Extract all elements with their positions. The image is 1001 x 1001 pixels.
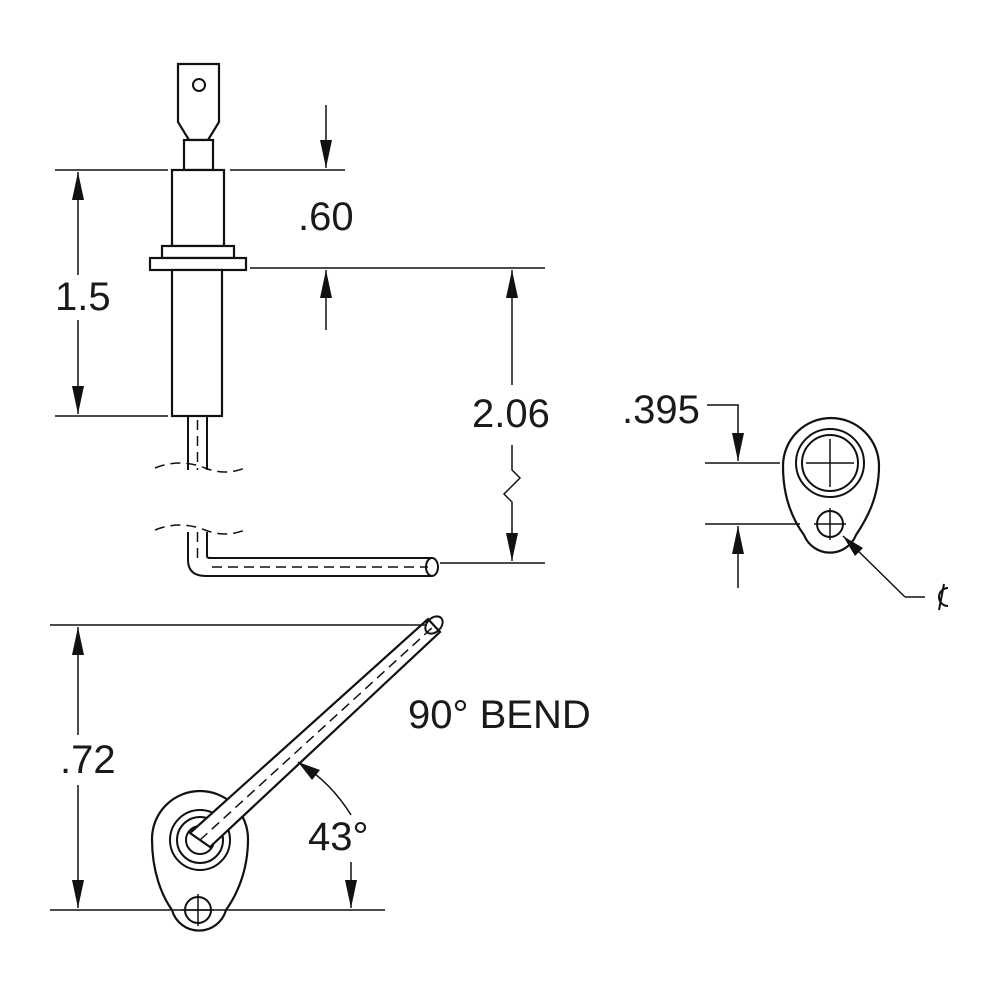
dim-hole-spacing: .395	[622, 388, 700, 432]
collar	[160, 244, 236, 260]
flange	[148, 256, 248, 272]
break-line-bottom	[154, 524, 246, 535]
dim-wire-length: 2.06	[472, 392, 550, 436]
terminal-tab	[176, 62, 221, 142]
wire-end	[425, 557, 439, 577]
stud-inner	[801, 434, 859, 492]
break-line-top	[154, 462, 246, 473]
side-view: 1.5 .60 2.06	[50, 62, 550, 577]
mounting-tab-view: .395	[622, 388, 949, 611]
mounting-tab-outline	[781, 416, 881, 554]
stud-outer	[795, 428, 865, 498]
bend-view: .72 43° 90° BEND	[50, 615, 591, 932]
dim-pin-height: .60	[298, 195, 354, 239]
terminal-hole	[192, 78, 206, 92]
angled-wire	[188, 617, 442, 849]
bend-note: 90° BEND	[408, 693, 591, 737]
terminal-neck	[182, 138, 215, 172]
upper-body	[170, 168, 226, 248]
bent-wire	[187, 532, 432, 577]
diameter-callout	[938, 583, 949, 611]
dim-body-length: 1.5	[55, 275, 111, 319]
lower-body	[170, 268, 224, 418]
dim-overall-height: .72	[60, 738, 116, 782]
dim-bend-angle: 43°	[308, 815, 369, 859]
